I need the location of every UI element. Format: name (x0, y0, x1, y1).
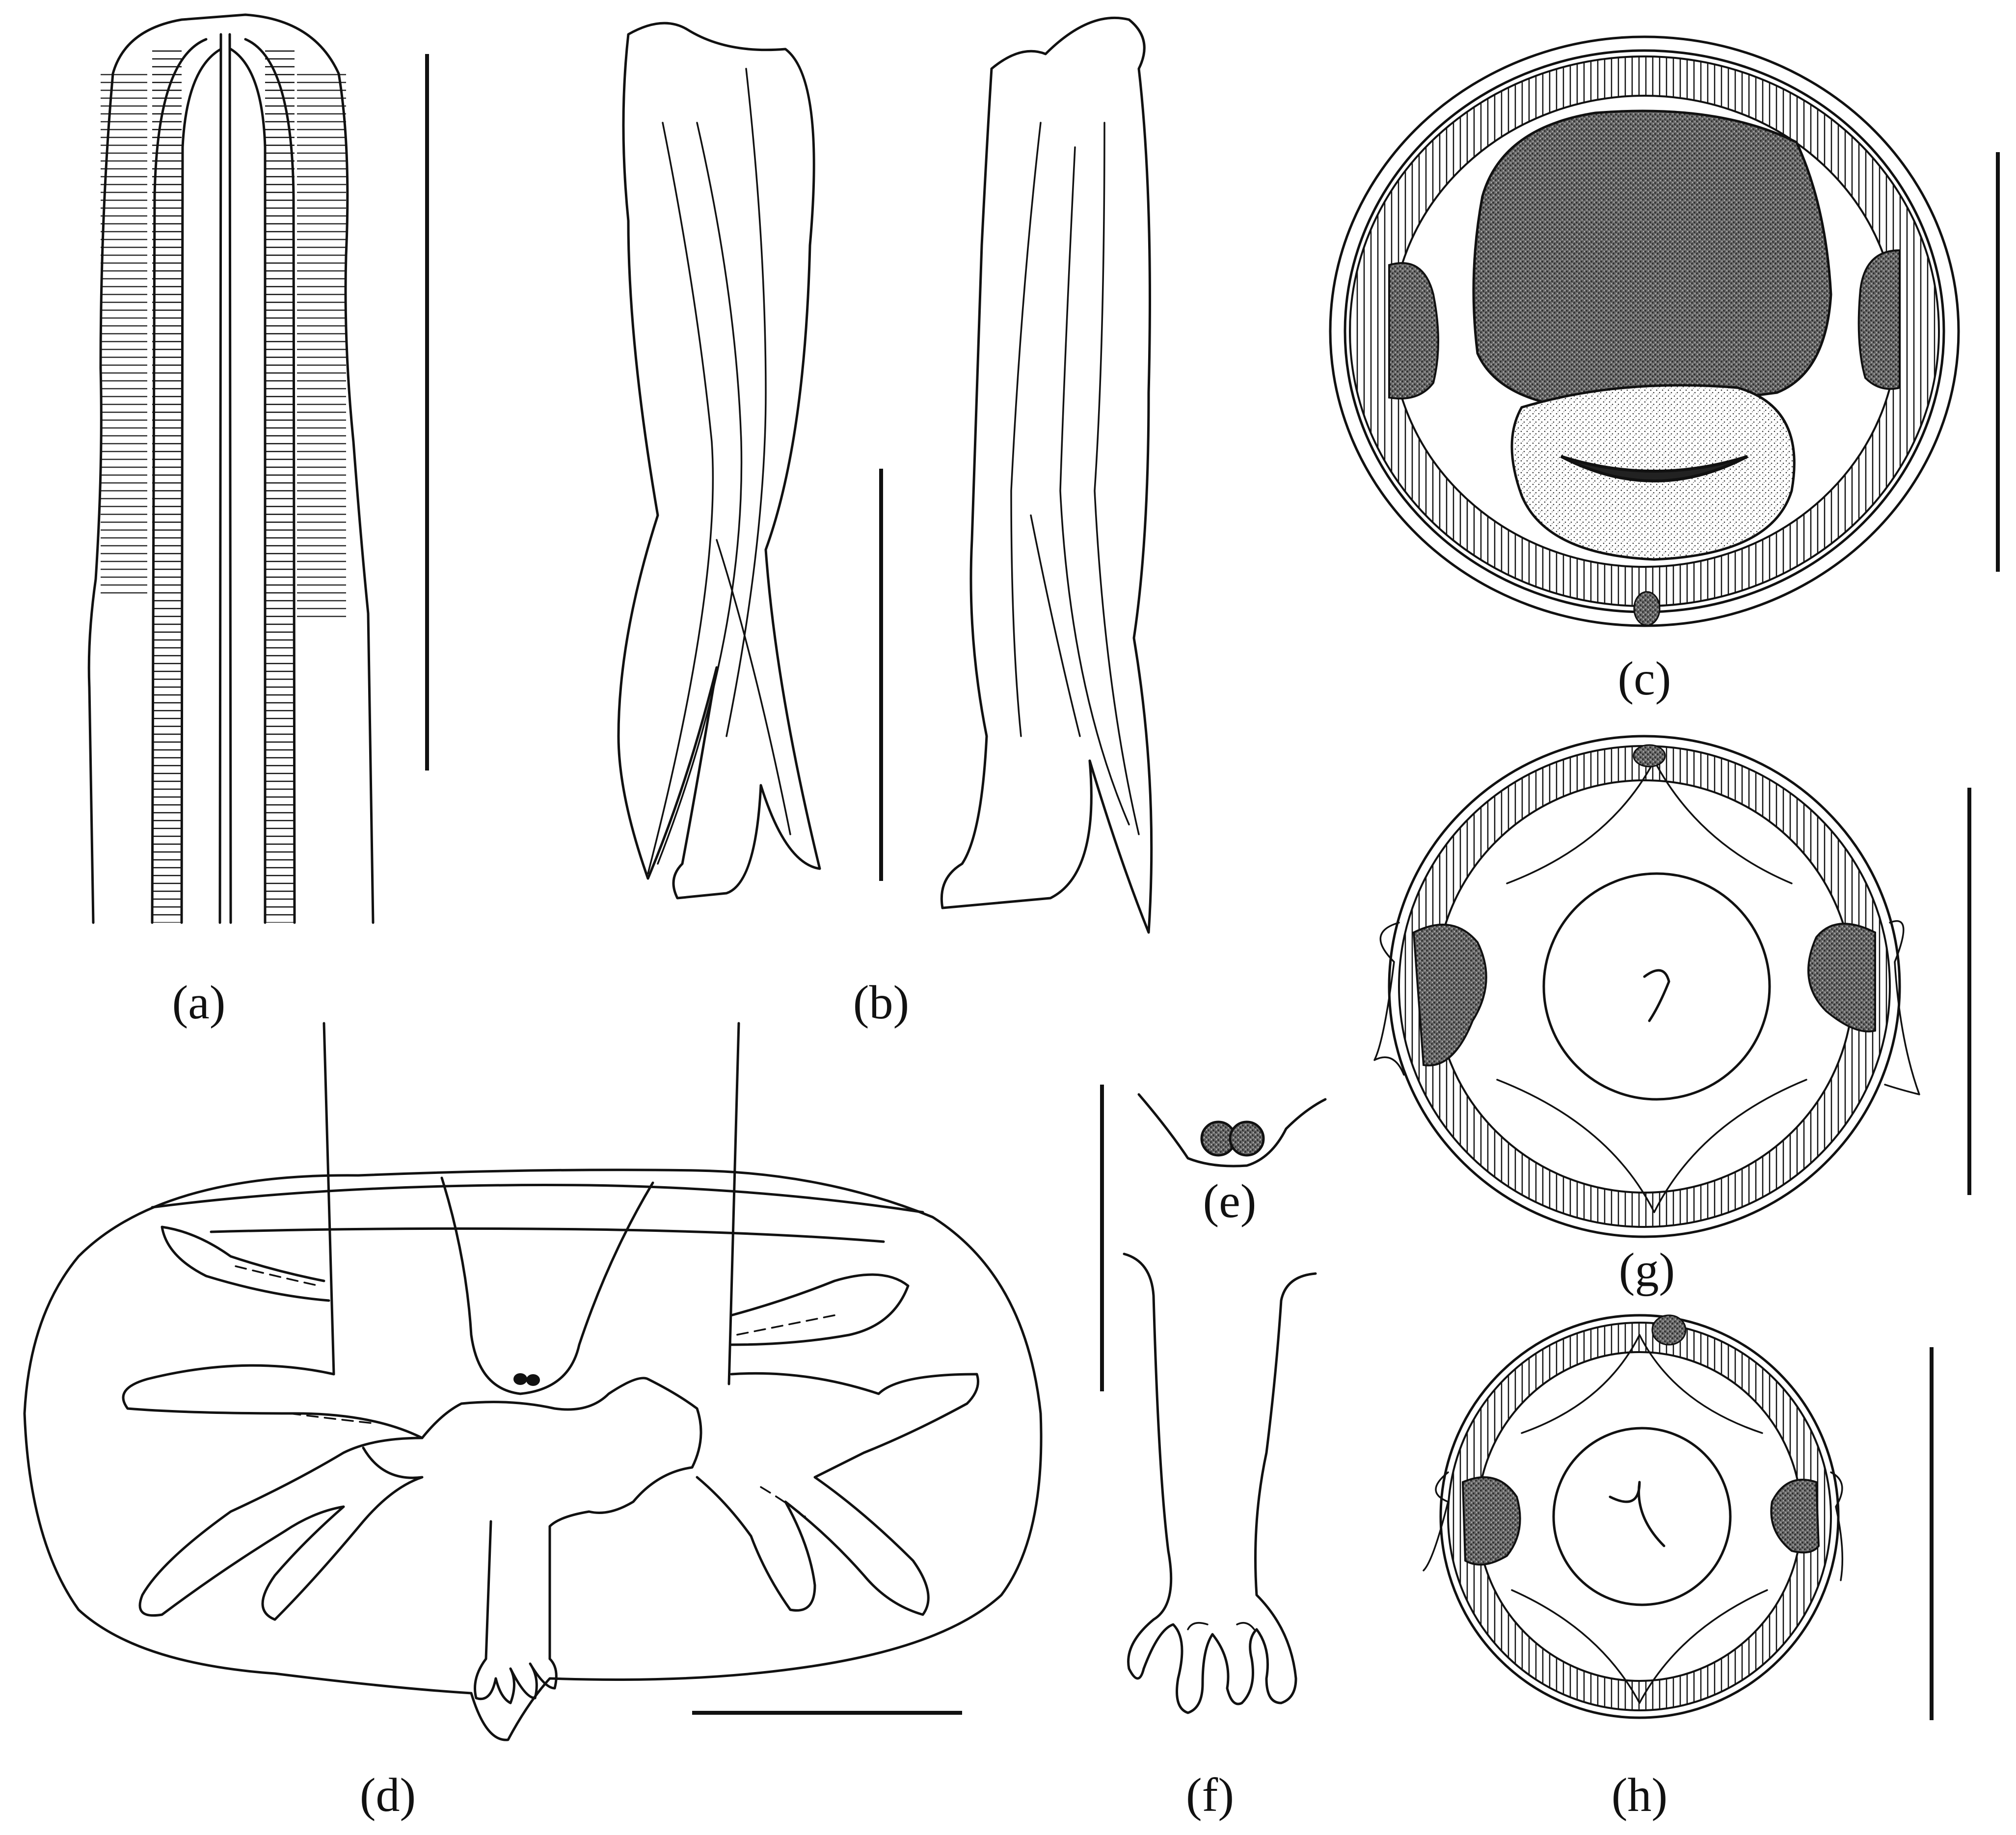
panel-d-central-trunk (421, 1377, 702, 1660)
panel-a-band-right-inner (229, 48, 267, 924)
panel-d-left-rays-group (122, 1364, 424, 1621)
panel-b-right-spicule-line-4 (1030, 514, 1081, 737)
panel-d-dorsal-ray-tips (474, 1657, 558, 1704)
panel-a-outer-cuticle (87, 13, 375, 924)
panel-c-outer-cuticle (1329, 35, 1960, 627)
panel-d-dashed-accessory-1 (235, 1265, 320, 1287)
panel-a-inner-right-line (244, 38, 296, 924)
panel-b-right-spicule-line-2 (1059, 146, 1130, 825)
panel-d-genital-cone (440, 1176, 654, 1395)
panel-f-dorsal-ray: (f) (1123, 1252, 1317, 1822)
panel-h-cross-section: (h) (1423, 1314, 1934, 1822)
panel-c-cross-section: (c) (1329, 35, 2000, 705)
panel-d-right-rays-group (696, 1372, 979, 1616)
panel-h-central-lumen (1552, 1427, 1732, 1606)
panel-h-right-lateral-chord (1770, 1479, 1820, 1554)
panel-b-left-spicule-outline (617, 22, 821, 900)
panel-g-central-lumen (1542, 872, 1771, 1101)
panel-e-label: (e) (1203, 1175, 1257, 1228)
panel-b-left-spicule-line-2 (657, 122, 743, 865)
panel-e-papilla-right (1229, 1120, 1265, 1157)
panel-f-inner-line (1187, 1622, 1255, 1630)
panel-g-radial-membranes (1496, 760, 1807, 1213)
panel-b-right-spicule-line-1 (1010, 122, 1042, 737)
panel-h-radial-membranes (1511, 1334, 1768, 1704)
panel-g-label: (g) (1619, 1244, 1675, 1297)
panel-a-anterior-end: (a) (87, 13, 429, 1029)
panel-d-left-ray-1 (161, 1225, 330, 1302)
panel-b-spicules: (b) (617, 16, 1153, 1029)
panel-d-body-wall-right (727, 1022, 740, 1385)
panel-g-left-lateral-chord (1412, 924, 1487, 1066)
panel-h-label: (h) (1612, 1769, 1667, 1822)
panel-c-right-lateral-chord (1857, 249, 1901, 390)
panel-a-left-hatched-wall (101, 74, 147, 599)
panel-a-inner-left-line (151, 38, 208, 924)
panel-a-inner-right-hatched-band (265, 44, 295, 923)
panel-g-dorsal-chord (1633, 744, 1666, 768)
panel-d-bursa-outline (23, 1169, 1043, 1741)
panel-h-dorsal-chord (1651, 1314, 1687, 1346)
panel-d-anterior-band-bottom (210, 1227, 885, 1243)
panel-e-cuticle-arc (1137, 1093, 1327, 1168)
panel-h-left-lateral-chord (1461, 1476, 1521, 1566)
panel-d-anterior-band-top (151, 1184, 924, 1214)
panel-b-left-spicule-line-1 (647, 122, 714, 875)
panel-a-esophagus-right (228, 33, 232, 924)
panel-e-papillae: (e) (1100, 1085, 1327, 1391)
panel-d-cloacal-papilla-left (513, 1373, 527, 1385)
panel-b-left-spicule-line-4 (716, 539, 791, 835)
panel-d-cloacal-papilla-right (526, 1374, 540, 1386)
panel-h-lateral-alae (1423, 1471, 1844, 1581)
panel-f-label: (f) (1186, 1769, 1234, 1822)
panel-a-right-hatched-wall (297, 74, 346, 618)
panel-c-intestine-mass (1472, 109, 1832, 409)
panel-a-band-left-inner (180, 48, 222, 924)
panel-c-gonad-slit (1560, 455, 1748, 482)
panel-d-dashed-accessory-2 (735, 1314, 835, 1336)
panel-d-dashed-accessory-4 (760, 1486, 806, 1517)
panel-d-dashed-accessory-3 (289, 1412, 374, 1424)
panel-b-label: (b) (853, 976, 909, 1029)
panel-d-body-wall-left (323, 1022, 335, 1376)
panel-g-outer-cuticle (1388, 735, 1901, 1238)
panel-c-label: (c) (1618, 652, 1671, 705)
panel-h-lumen-slit (1609, 1481, 1666, 1547)
panel-d-caudal-bursa: (d) (23, 1022, 1043, 1822)
panel-f-ray-outline (1123, 1252, 1317, 1714)
panel-b-left-spicule-line-3 (726, 68, 767, 737)
panel-g-lateral-alae (1373, 920, 1920, 1095)
panel-b-right-spicule-outline (940, 16, 1153, 934)
panel-c-left-lateral-chord (1388, 262, 1439, 399)
panel-g-right-lateral-chord (1807, 923, 1876, 1033)
panel-a-esophagus-left (218, 33, 222, 924)
panel-d-right-ray-1 (730, 1273, 910, 1346)
panel-b-right-spicule-line-3 (1094, 122, 1140, 835)
panel-d-label: (d) (360, 1769, 416, 1822)
panel-a-inner-left-hatched-band (152, 44, 182, 923)
panel-g-lumen-slit (1643, 969, 1670, 1022)
panel-a-label: (a) (172, 976, 226, 1029)
panel-c-ventral-chord (1633, 591, 1661, 626)
panel-g-cross-section: (g) (1373, 735, 1971, 1297)
